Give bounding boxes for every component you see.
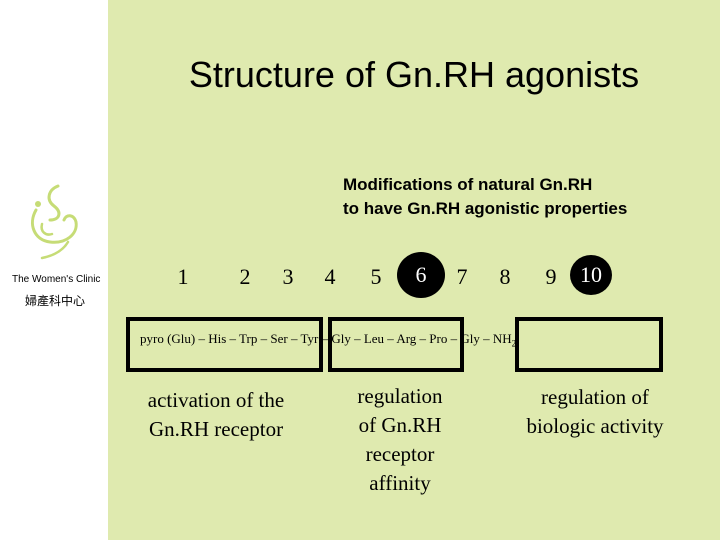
position-7: 7 bbox=[456, 264, 468, 289]
annotation-middle-line-3: receptor bbox=[365, 442, 435, 466]
left-band bbox=[0, 0, 108, 540]
box-middle bbox=[328, 317, 464, 372]
position-5: 5 bbox=[370, 264, 382, 289]
sequence-subscript: 2 bbox=[511, 338, 517, 349]
position-1: 1 bbox=[177, 264, 189, 289]
amino-acid-sequence: pyro (Glu) – His – Trp – Ser – Tyr – Gly… bbox=[140, 331, 516, 349]
slide-title: Structure of Gn.RH agonists bbox=[188, 54, 640, 95]
annotation-middle-line-1: regulation bbox=[357, 384, 443, 408]
annotation-left: activation of the Gn.RH receptor bbox=[126, 386, 306, 444]
annotation-middle-line-4: affinity bbox=[369, 471, 431, 495]
box-left bbox=[126, 317, 323, 372]
position-3: 3 bbox=[282, 264, 294, 289]
position-6-highlight: 6 bbox=[397, 252, 445, 298]
annotation-right-line-2: biologic activity bbox=[526, 414, 664, 438]
subtitle-line-1: Modifications of natural Gn.RH bbox=[343, 175, 593, 194]
position-9: 9 bbox=[545, 264, 557, 289]
position-8: 8 bbox=[499, 264, 511, 289]
annotation-left-line-1: activation of the bbox=[147, 388, 285, 412]
annotation-middle-line-2: of Gn.RH bbox=[358, 413, 442, 437]
annotation-right-line-1: regulation of bbox=[541, 385, 649, 409]
sequence-text: pyro (Glu) – His – Trp – Ser – Tyr – Gly… bbox=[140, 331, 512, 346]
position-4: 4 bbox=[324, 264, 336, 289]
clinic-logo-icon bbox=[31, 184, 78, 260]
annotation-right: regulation of biologic activity bbox=[505, 383, 685, 441]
clinic-name-chinese: 婦產科中心 bbox=[25, 294, 86, 308]
slide-subtitle: Modifications of natural Gn.RH to have G… bbox=[343, 173, 627, 221]
position-10-highlight: 10 bbox=[570, 255, 612, 295]
annotation-middle: regulation of Gn.RH receptor affinity bbox=[335, 382, 465, 498]
position-2: 2 bbox=[239, 264, 251, 289]
subtitle-line-2: to have Gn.RH agonistic properties bbox=[343, 199, 628, 218]
annotation-left-line-2: Gn.RH receptor bbox=[148, 417, 284, 441]
box-right bbox=[515, 317, 663, 372]
clinic-name: The Women's Clinic bbox=[12, 274, 101, 285]
